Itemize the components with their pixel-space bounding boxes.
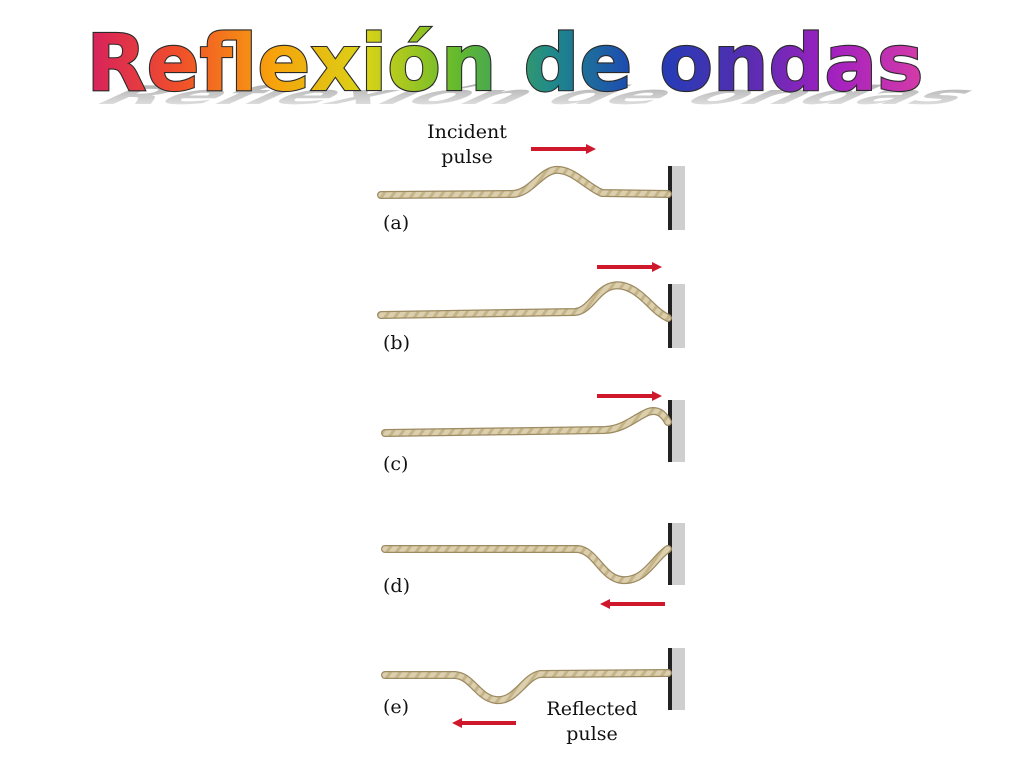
wall-shadow: [672, 523, 685, 585]
rope: [381, 545, 672, 585]
wall: [668, 648, 672, 710]
rope-fill: [378, 167, 671, 198]
wall-shadow: [672, 166, 685, 230]
panel-label-a: (a): [383, 212, 409, 234]
panel-c: (c): [381, 391, 685, 475]
incident-pulse-label-line2: pulse: [441, 146, 492, 168]
rope-fill: [378, 282, 671, 321]
slide-title-graphic: Reflexión de ondas Reflexión de ondas: [78, 18, 1001, 110]
slide-title: Reflexión de ondas: [87, 19, 924, 109]
reflected-pulse-label-line2: pulse: [566, 723, 617, 745]
panel-b: (b): [377, 262, 685, 354]
panel-d: (d): [381, 523, 685, 609]
wall: [668, 166, 672, 230]
rope-fill: [382, 408, 671, 436]
wall-shadow: [672, 400, 685, 462]
wall: [668, 400, 672, 462]
wall: [668, 523, 672, 585]
panel-e: (e): [381, 648, 685, 728]
rope-fill: [382, 546, 671, 583]
panel-label-b: (b): [383, 332, 410, 354]
panel-label-d: (d): [383, 575, 410, 597]
rope-fill: [382, 670, 671, 703]
reflected-pulse-label-line1: Reflected: [546, 698, 637, 720]
wall-shadow: [672, 648, 685, 710]
panel-a: (a): [377, 144, 685, 234]
incident-pulse-label-line1: Incident: [427, 121, 507, 143]
wall-shadow: [672, 284, 685, 348]
panel-label-e: (e): [383, 696, 409, 718]
slide-title-shadow: Reflexión de ondas: [78, 80, 1001, 110]
panel-label-c: (c): [383, 453, 408, 475]
